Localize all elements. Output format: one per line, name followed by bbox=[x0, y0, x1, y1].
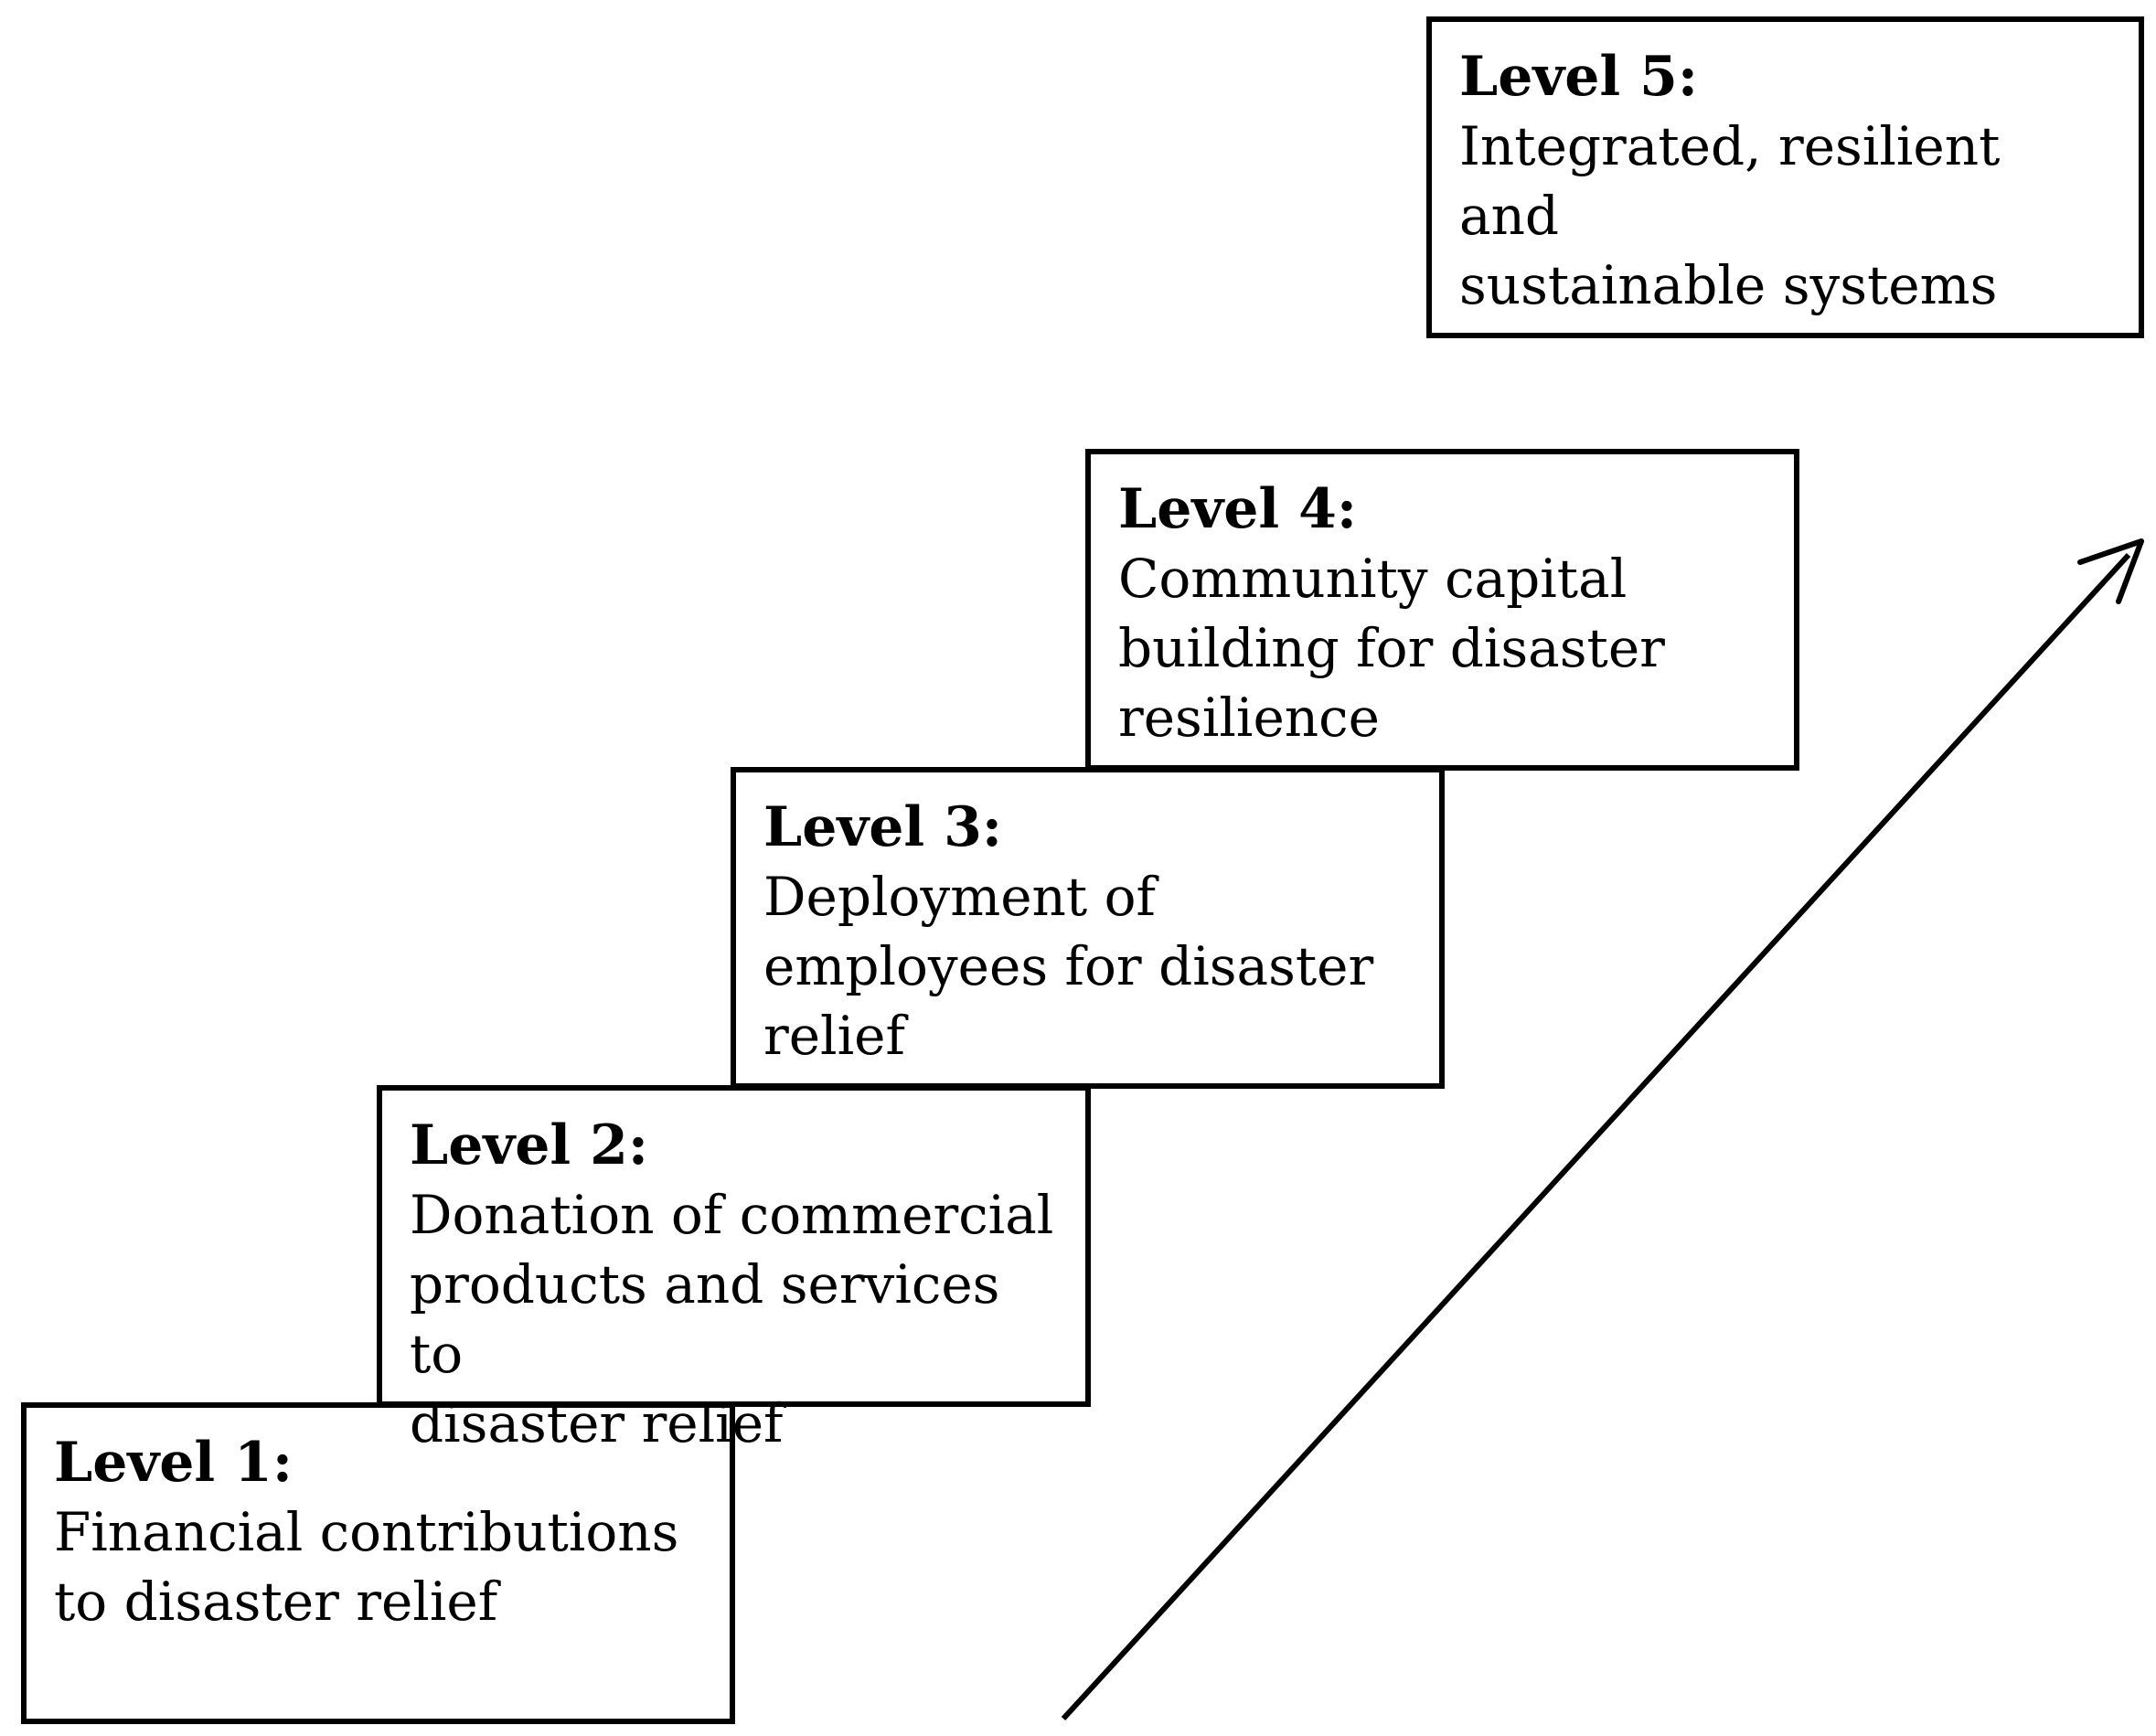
level-3-title: Level 3: bbox=[763, 795, 1002, 859]
level-2-title: Level 2: bbox=[410, 1113, 648, 1177]
level-5-title: Level 5: bbox=[1459, 45, 1698, 109]
level-4-box: Level 4: Community capital building for … bbox=[1085, 449, 1799, 771]
level-1-title: Level 1: bbox=[54, 1431, 293, 1495]
level-4-title: Level 4: bbox=[1118, 477, 1357, 541]
level-1-box: Level 1: Financial contributions to disa… bbox=[21, 1402, 735, 1724]
level-3-description: Deployment of employees for disaster rel… bbox=[763, 866, 1374, 1067]
level-4-description: Community capital building for disaster … bbox=[1118, 548, 1665, 749]
level-5-box: Level 5: Integrated, resilient and susta… bbox=[1426, 16, 2144, 338]
level-3-box: Level 3: Deployment of employees for dis… bbox=[731, 767, 1445, 1089]
progress-arrow-head bbox=[2077, 538, 2144, 604]
level-5-description: Integrated, resilient and sustainable sy… bbox=[1459, 115, 2001, 316]
level-1-description: Financial contributions to disaster reli… bbox=[54, 1501, 679, 1633]
level-2-description: Donation of commercial products and serv… bbox=[410, 1184, 1054, 1454]
level-2-box: Level 2: Donation of commercial products… bbox=[377, 1085, 1091, 1454]
